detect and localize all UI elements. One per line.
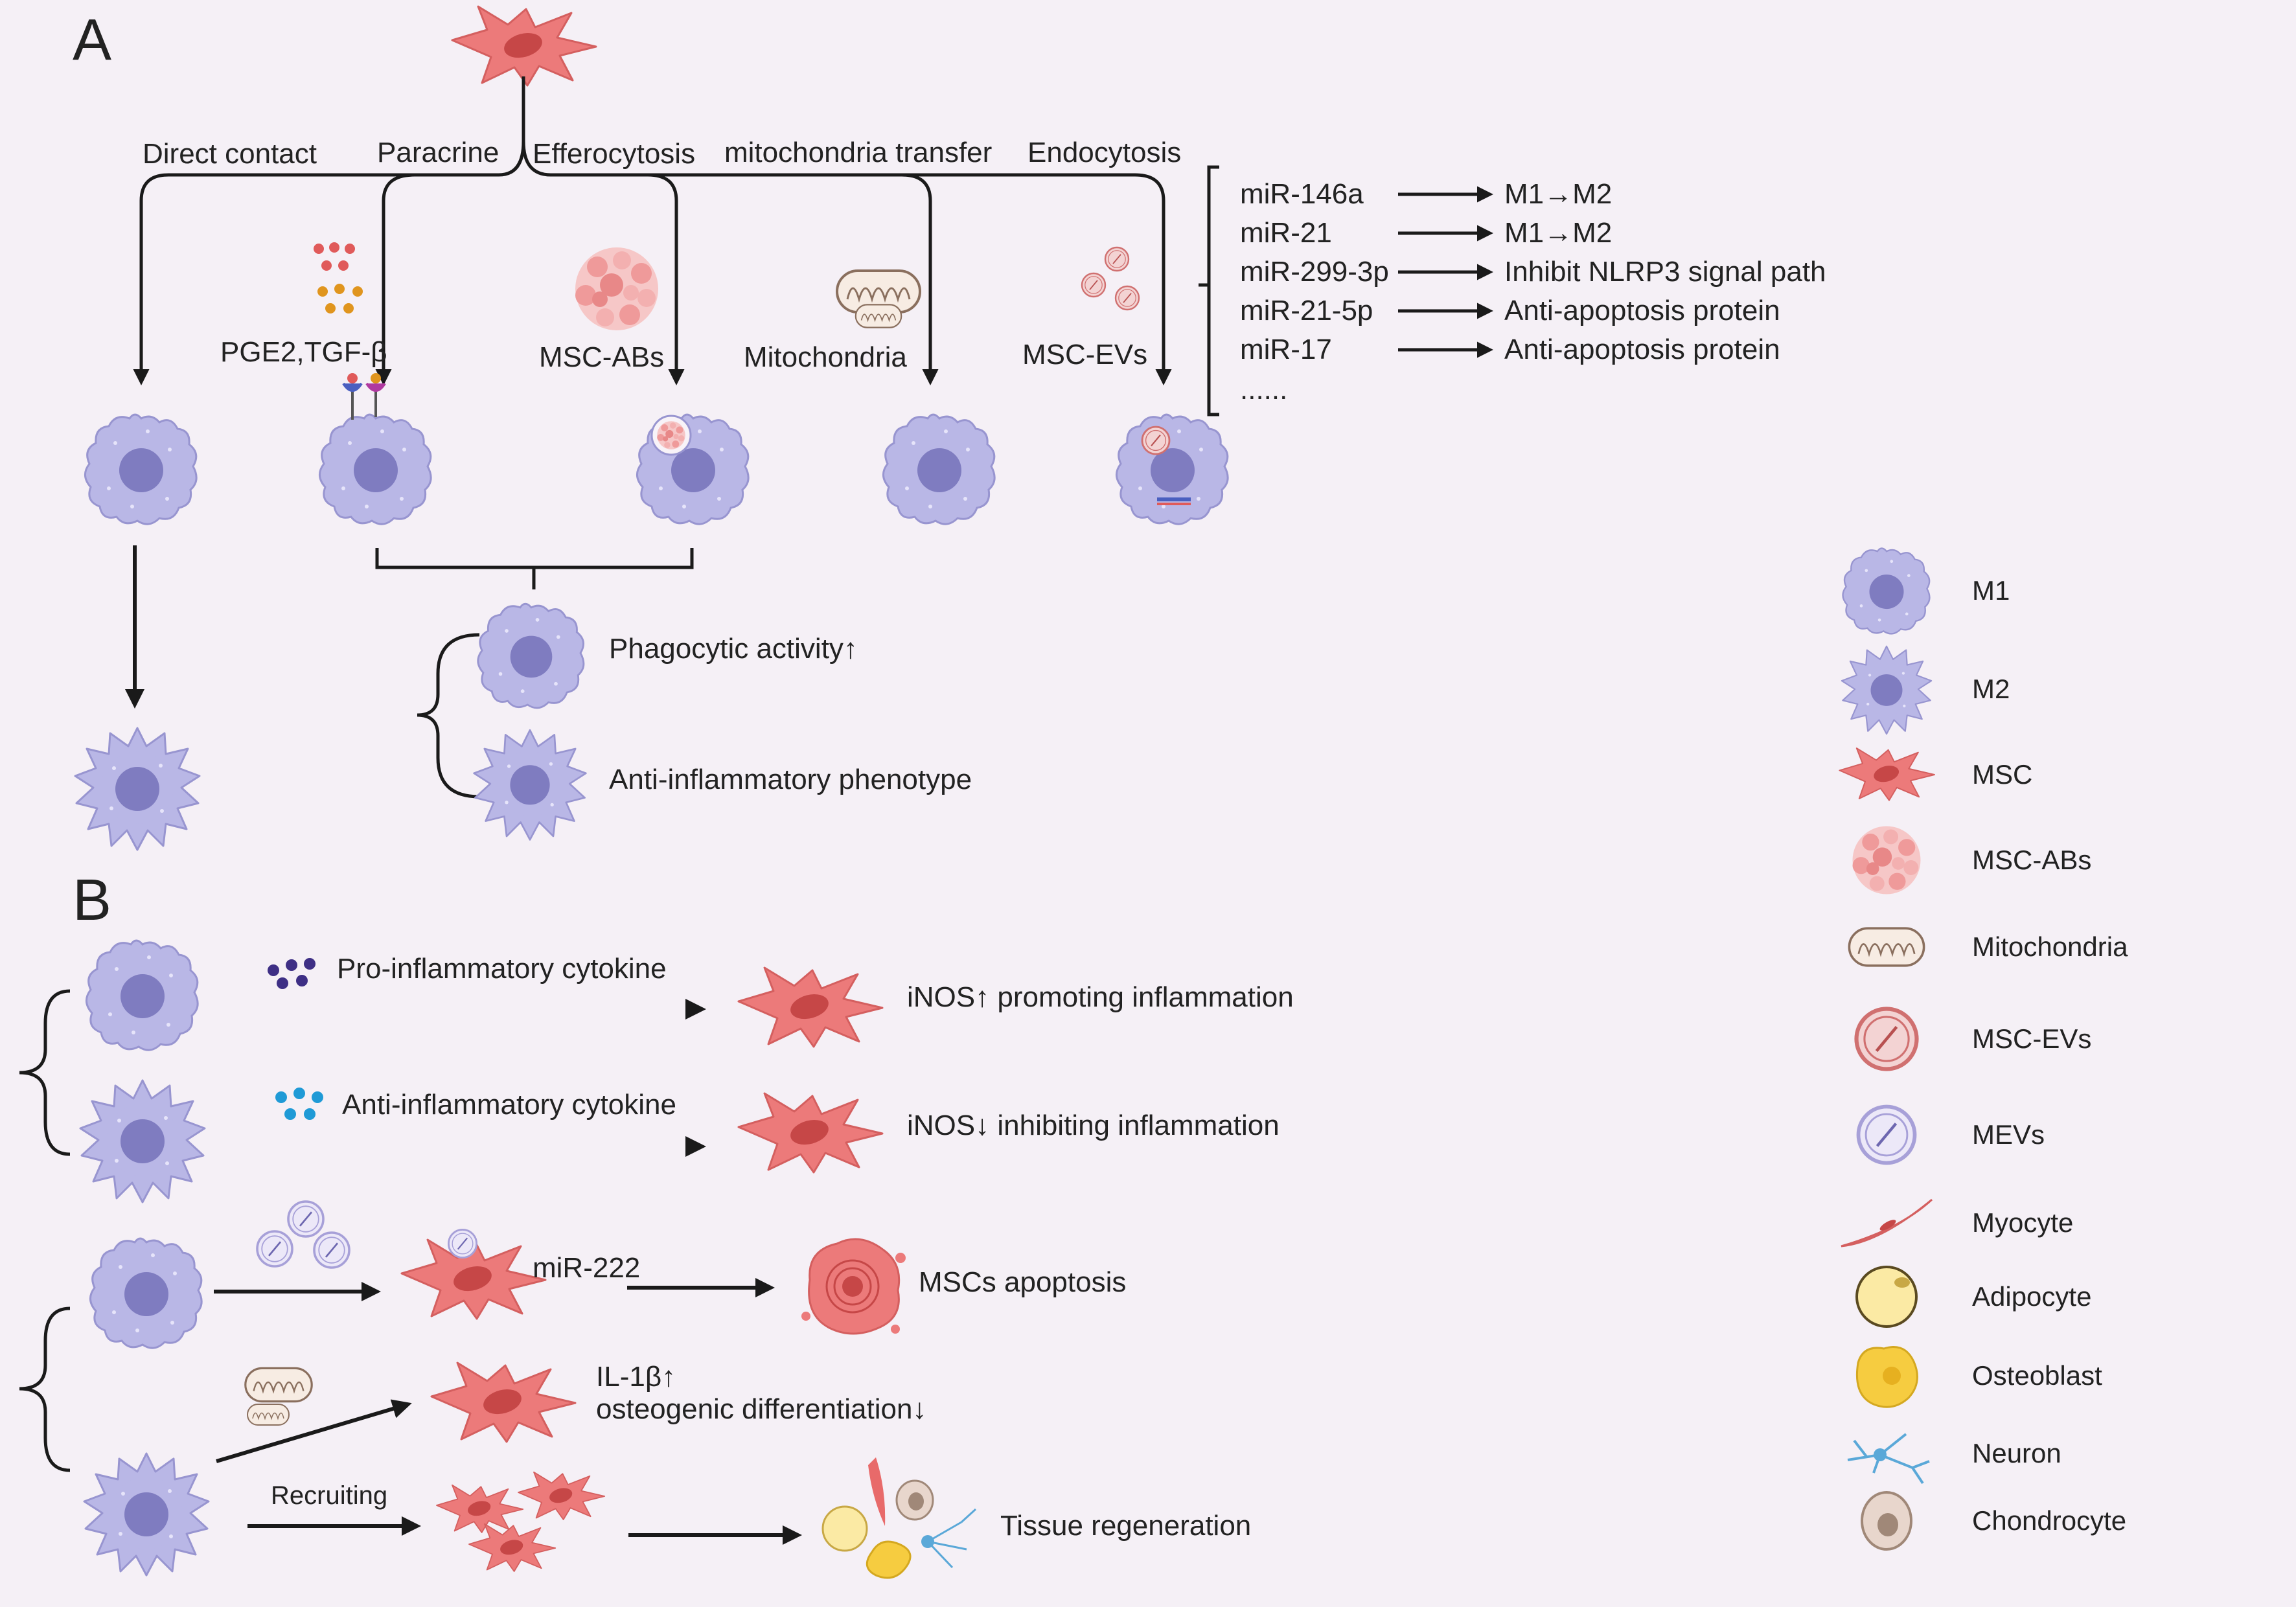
outcome-brace [417,633,480,799]
b-m2-lower [83,1452,210,1577]
panel-a-label: A [73,8,111,73]
b-m2-cell [79,1079,206,1203]
b-mito-icon [244,1367,313,1403]
macrophage-efferocytosis [636,413,750,525]
legend-label: M1 [1972,575,2010,606]
abs-icon [1852,826,1921,895]
apoptotic-msc [801,1238,906,1335]
mirna-name: miR-299-3p [1240,256,1389,288]
label-inos-down: iNOS↓ inhibiting inflammation [907,1110,1280,1141]
label-phagocytic-activity: Phagocytic activity↑ [609,633,858,665]
mirna-effect: M1→M2 [1504,217,1612,249]
label-anti-inflammatory-cytokine: Anti-inflammatory cytokine [342,1089,676,1121]
mev-icon [1859,1107,1915,1163]
arrow-m2-to-msc [216,1399,412,1463]
mevs-cluster [256,1200,350,1269]
panel-b-label: B [73,868,111,933]
label-efferocytosis: Efferocytosis [533,138,695,170]
label-mir222: miR-222 [533,1252,640,1284]
adipocyte-icon [1855,1266,1918,1328]
legend-label: MSC [1972,759,2032,790]
mirna-effect: Inhibit NLRP3 signal path [1504,256,1826,288]
msc-icon [1839,747,1935,801]
mirna-name: miR-21-5p [1240,295,1373,326]
label-recruiting: Recruiting [271,1481,387,1510]
macrophage-endocytosis [1115,413,1229,525]
label-il1b: IL-1β↑ [596,1361,676,1393]
msc-abs-icon [575,247,658,330]
label-mitochondria: Mitochondria [744,341,907,373]
label-endocytosis: Endocytosis [1027,137,1181,168]
mirna-name: miR-146a [1240,178,1364,210]
mirna-more: ...... [1240,374,1287,405]
m1-icon [1842,547,1931,635]
legend-label: Osteoblast [1972,1360,2102,1391]
macrophage-paracrine [318,373,432,525]
b-msc-inflamed [737,966,884,1048]
label-pro-inflammatory-cytokine: Pro-inflammatory cytokine [337,953,667,985]
recruited-mscs [436,1471,606,1572]
source-msc [451,5,597,87]
m2-direct-outcome [74,727,201,851]
legend-label: MSC-EVs [1972,1023,2091,1054]
outcome-m1-cell [477,602,585,709]
label-msc-evs: MSC-EVs [1022,339,1147,370]
arrow-pro-cytokine [685,999,706,1020]
msc-evs-icon [1081,246,1140,311]
legend-label: Adipocyte [1972,1281,2091,1312]
m2-icon [1841,645,1933,735]
label-mitochondria-transfer: mitochondria transfer [724,137,992,168]
myocyte-icon [1841,1198,1933,1248]
legend-label: Chondrocyte [1972,1505,2126,1536]
merge-bracket [375,548,694,589]
b-msc-osteo [430,1362,577,1443]
upper-brace [19,989,71,1156]
label-inos-up: iNOS↑ promoting inflammation [907,981,1294,1013]
ev-icon [1857,1009,1917,1069]
legend-label: MEVs [1972,1119,2045,1150]
pro-cytokine-dots [268,958,316,989]
b-msc-resolved [737,1092,884,1174]
label-pge2-tgfb: PGE2,TGF-β [220,336,387,368]
label-msc-abs: MSC-ABs [539,341,664,373]
anti-cytokine-dots [275,1088,323,1120]
legend-label: Neuron [1972,1438,2061,1468]
arrow-anti-cytokine [685,1136,706,1157]
b-m1-lower [89,1237,203,1349]
label-tissue-regeneration: Tissue regeneration [1000,1510,1251,1542]
chondrocyte-icon [1861,1491,1912,1551]
mirna-name: miR-21 [1240,217,1332,249]
branch-connector [133,76,1172,385]
tissue-cells-cluster [821,1457,977,1579]
mirna-effect: M1→M2 [1504,178,1612,210]
legend-label: M2 [1972,674,2010,704]
macrophage-direct [84,413,198,525]
lower-brace [19,1306,71,1472]
label-direct-contact: Direct contact [143,138,317,170]
neuron-icon [1847,1433,1930,1485]
legend-label: Mitochondria [1972,931,2128,962]
label-anti-inflammatory-phenotype: Anti-inflammatory phenotype [609,764,972,795]
mirna-effect: Anti-apoptosis protein [1504,334,1780,365]
mirna-effect: Anti-apoptosis protein [1504,295,1780,326]
mirna-name: miR-17 [1240,334,1332,365]
osteoblast-icon [1855,1346,1918,1408]
b-m1-cell [85,939,199,1051]
label-osteogenic: osteogenic differentiation↓ [596,1393,926,1425]
label-paracrine: Paracrine [377,137,499,168]
b-msc-mev [400,1228,547,1320]
outcome-m2-cell [473,729,587,841]
legend-label: MSC-ABs [1972,845,2091,875]
cytokine-dots [314,242,363,313]
label-mscs-apoptosis: MSCs apoptosis [919,1266,1126,1298]
macrophage-mito [882,413,996,525]
mirna-bracket [1207,165,1219,416]
legend-label: Myocyte [1972,1207,2073,1238]
mito-icon [1848,927,1925,967]
